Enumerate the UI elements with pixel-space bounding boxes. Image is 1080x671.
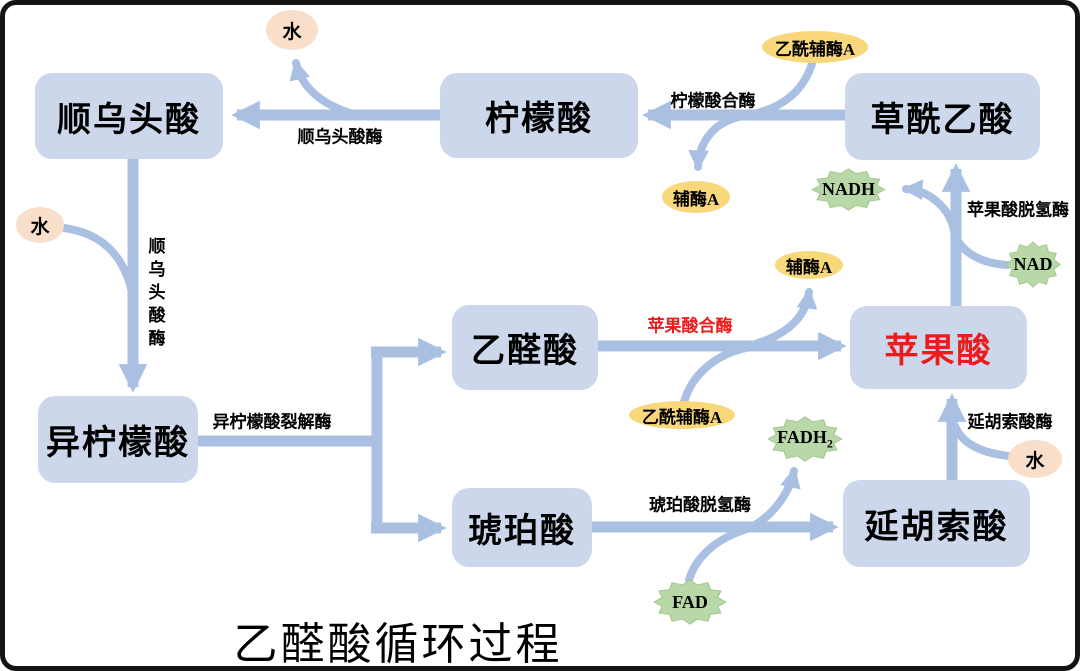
enzyme-citrate-synthase: 柠檬酸合酶 — [670, 91, 756, 111]
node-malate: 苹果酸 — [850, 306, 1027, 389]
fadh2-subscript: 2 — [826, 436, 833, 451]
node-succinate: 琥珀酸 — [452, 488, 592, 567]
fadh2-label: FADH2 — [777, 427, 833, 452]
enzyme-malate-synthase: 苹果酸合酶 — [647, 316, 733, 336]
coa-mid-label: 辅酶A — [785, 257, 833, 277]
node-glyoxylate-label: 乙醛酸 — [471, 333, 579, 370]
water-right: 水 — [1008, 440, 1062, 478]
node-isocitrate: 异柠檬酸 — [38, 396, 198, 483]
coa-mid: 辅酶A — [775, 251, 843, 279]
fad-burst: FAD — [653, 579, 727, 625]
nadh-burst: NADH — [811, 168, 886, 211]
enzyme-malate-dehydrogenase: 苹果酸脱氢酶 — [967, 200, 1069, 220]
curve-water-in-left — [60, 224, 136, 296]
enzyme-fumarase: 延胡索酸酶 — [967, 412, 1053, 432]
fad-label: FAD — [672, 591, 708, 612]
water-left-label: 水 — [30, 216, 50, 238]
coa-top-label: 辅酶A — [672, 189, 720, 209]
acetyl-coa-top: 乙酰辅酶A — [762, 31, 868, 63]
curve-water-in-right — [951, 422, 1013, 460]
curve-water-release-top — [289, 58, 357, 118]
enzyme-isocitrate-lyase: 异柠檬酸裂解酶 — [212, 412, 332, 432]
node-fumarate: 延胡索酸 — [843, 480, 1030, 567]
curve-fad-to-fadh2 — [685, 466, 801, 584]
node-glyoxylate: 乙醛酸 — [452, 305, 598, 390]
node-cis-aconitate-label: 顺乌头酸 — [57, 101, 201, 139]
diagram-title: 乙醛酸循环过程 — [233, 620, 563, 669]
curve-acetylcoa-to-coa-top — [688, 60, 816, 172]
node-oxaloacetate: 草酰乙酸 — [845, 73, 1040, 160]
node-citrate: 柠檬酸 — [440, 73, 638, 158]
fadh2-text: FADH — [777, 426, 827, 447]
acetyl-coa-bottom: 乙酰辅酶A — [629, 401, 735, 429]
connector-layer — [60, 58, 1013, 584]
acetyl-coa-top-label: 乙酰辅酶A — [774, 39, 856, 59]
node-oxaloacetate-label: 草酰乙酸 — [870, 102, 1015, 139]
water-left: 水 — [16, 207, 64, 243]
enzyme-aconitase-left: 顺乌头酸酶 — [145, 237, 165, 352]
curve-acetylcoa-in-bottom — [680, 344, 750, 406]
nad-burst: NAD — [1005, 241, 1061, 288]
node-citrate-label: 柠檬酸 — [485, 101, 593, 138]
node-fumarate-label: 延胡索酸 — [864, 509, 1009, 546]
water-top: 水 — [266, 10, 318, 50]
water-top-label: 水 — [282, 21, 302, 43]
curve-to-coa-mid — [754, 287, 818, 347]
water-right-label: 水 — [1025, 450, 1045, 472]
fadh2-burst: FADH2 — [767, 416, 843, 462]
acetyl-coa-bottom-label: 乙酰辅酶A — [641, 407, 723, 427]
coa-top: 辅酶A — [662, 181, 730, 213]
enzyme-succinate-dehydrogenase: 琥珀酸脱氢酶 — [649, 495, 751, 515]
node-isocitrate-label: 异柠檬酸 — [46, 425, 190, 462]
node-malate-label: 苹果酸 — [884, 333, 993, 370]
node-succinate-label: 琥珀酸 — [468, 513, 576, 550]
nadh-label: NADH — [822, 179, 875, 199]
nad-label: NAD — [1013, 254, 1053, 274]
enzyme-aconitase-top: 顺乌头酸酶 — [297, 127, 383, 147]
curve-nad-to-nadh — [901, 179, 1011, 269]
node-cis-aconitate: 顺乌头酸 — [35, 73, 223, 159]
